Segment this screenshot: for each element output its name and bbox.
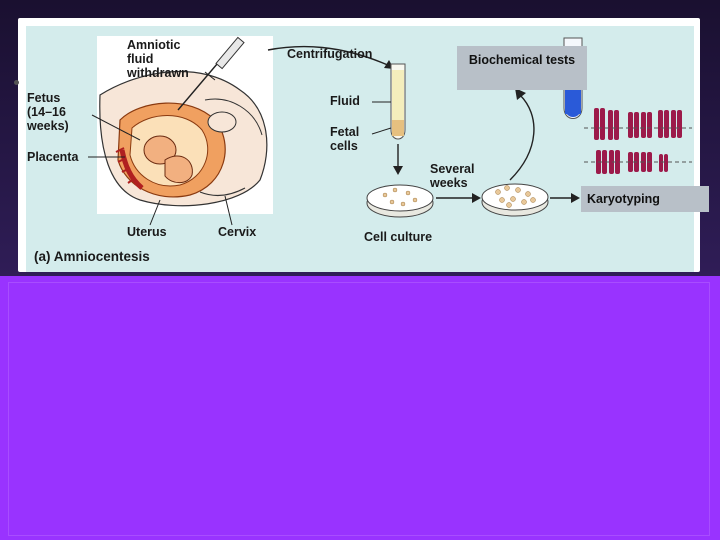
fetus-leader bbox=[91, 114, 141, 141]
karyotype-chromosomes bbox=[594, 108, 682, 174]
dish-1-cells bbox=[382, 187, 418, 207]
fetal-cells-leader bbox=[371, 127, 392, 135]
dish-2-cells bbox=[495, 185, 536, 208]
fetus-head bbox=[143, 135, 177, 165]
label-cervix: Cervix bbox=[218, 225, 257, 239]
arrow-to-biochemical bbox=[509, 94, 535, 181]
fetus-body bbox=[164, 155, 193, 184]
bottom-content-area bbox=[8, 282, 710, 536]
arrow-to-centrifuge bbox=[267, 45, 391, 67]
label-fetal-cells: Fetal cells bbox=[330, 125, 360, 153]
karyotyping-box: Karyotyping bbox=[581, 186, 709, 212]
tube-cells bbox=[392, 120, 404, 136]
label-fetus: Fetus (14–16 weeks) bbox=[27, 91, 69, 133]
label-placenta: Placenta bbox=[27, 150, 79, 164]
arrow-head-karyotyping bbox=[571, 193, 580, 203]
arrow-head-several-weeks bbox=[472, 193, 481, 203]
syringe-barrel bbox=[215, 36, 245, 70]
uterus-leader bbox=[149, 199, 161, 226]
culture-dish-2-top bbox=[481, 183, 549, 211]
biochemical-tests-box: Biochemical tests bbox=[457, 46, 587, 90]
fluid-withdrawn-leader bbox=[204, 71, 216, 81]
karyotype-row-2 bbox=[596, 150, 668, 174]
karyotype-dash-lines bbox=[584, 127, 692, 163]
tube-fluid bbox=[392, 70, 404, 120]
arrow-head-biochemical bbox=[515, 88, 526, 100]
cervix-line bbox=[199, 187, 246, 197]
arrow-head-culture bbox=[393, 166, 403, 175]
label-uterus: Uterus bbox=[127, 225, 167, 239]
spine-line bbox=[204, 98, 263, 136]
karyotype-row-1 bbox=[594, 108, 682, 140]
placenta-villi bbox=[115, 147, 136, 184]
bullet-dot bbox=[14, 80, 19, 85]
label-fluid: Fluid bbox=[330, 94, 360, 108]
label-amniotic-fluid-withdrawn: Amniotic fluid withdrawn bbox=[127, 38, 189, 80]
bladder bbox=[207, 111, 237, 133]
label-centrifugation: Centrifugation bbox=[287, 47, 373, 61]
label-cell-culture: Cell culture bbox=[364, 230, 433, 244]
cervix-leader bbox=[224, 195, 233, 226]
placenta-tissue bbox=[119, 149, 144, 190]
test-tube-liquid-bottom bbox=[565, 108, 581, 117]
caption-amniocentesis: (a) Amniocentesis bbox=[34, 249, 150, 264]
label-several-weeks: Several weeks bbox=[430, 162, 475, 190]
culture-dish-1-top bbox=[366, 184, 434, 212]
